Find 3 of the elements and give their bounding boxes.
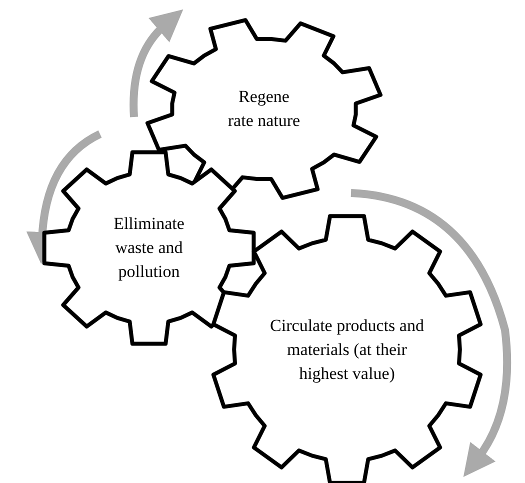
gear-text: Regene rate nature <box>226 86 302 132</box>
gear-text: Elliminate waste and pollution <box>112 213 186 283</box>
gear-text: Circulate products and materials (at their highest value) <box>269 314 425 385</box>
